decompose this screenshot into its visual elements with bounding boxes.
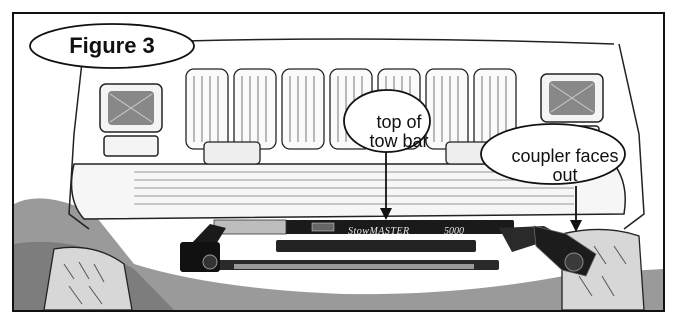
figure-frame: Figure 3 top of tow bar coupler faces ou… bbox=[12, 12, 665, 312]
tow-bar-model-text: 5000 bbox=[444, 226, 464, 237]
callout-coupler-faces-out: coupler faces out bbox=[490, 134, 640, 198]
tow-bar-brand-text: StowMASTER bbox=[348, 226, 410, 237]
tow-bar-lower-tube bbox=[276, 240, 476, 252]
headlight-left bbox=[100, 84, 162, 156]
brand-plate bbox=[312, 223, 334, 231]
figure-label: Figure 3 bbox=[30, 24, 194, 68]
fog-lamp-left bbox=[204, 142, 260, 164]
callout-top-of-tow-bar: top of tow bar bbox=[350, 102, 448, 162]
